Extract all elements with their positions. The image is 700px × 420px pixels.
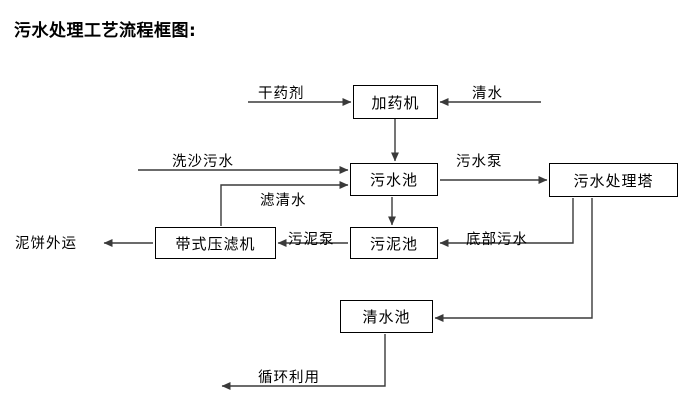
node-label-sewage-treatment-tower: 污水处理塔: [573, 171, 654, 190]
connector-filtrate-to-sewage-pool: [220, 181, 349, 226]
node-label-belt-filter-press: 带式压滤机: [175, 234, 256, 253]
node-sewage-pool[interactable]: 污水池: [350, 163, 438, 196]
node-clean-water-pool[interactable]: 清水池: [340, 300, 433, 333]
edge-label-sewage-pump: 污水泵: [456, 154, 503, 170]
edge-label-dry-reagent: 干药剂: [258, 86, 305, 102]
node-label-sewage-pool: 污水池: [369, 171, 418, 189]
edge-label-filtrate-water: 滤清水: [260, 193, 307, 209]
connector-tower-to-sludge-pool: [439, 198, 574, 247]
node-label-sludge-pool: 污泥池: [369, 234, 418, 253]
edge-label-bottom-sewage: 底部污水: [466, 232, 528, 248]
node-belt-filter-press[interactable]: 带式压滤机: [155, 227, 276, 259]
connector-clean-water-pool-to-recycle: [221, 334, 386, 390]
edge-label-mud-cake-out: 泥饼外运: [15, 236, 77, 252]
node-sludge-pool[interactable]: 污泥池: [350, 227, 438, 259]
page-title: 污水处理工艺流程框图:: [14, 21, 197, 41]
edge-label-sand-wash-sewage: 洗沙污水: [172, 154, 234, 170]
node-label-dosing-machine: 加药机: [371, 93, 420, 112]
edge-label-recycle-use: 循环利用: [258, 370, 320, 386]
node-sewage-treatment-tower[interactable]: 污水处理塔: [549, 163, 678, 197]
connector-tower-to-clean-water-pool: [434, 198, 593, 322]
edge-label-sludge-pump: 污泥泵: [288, 232, 335, 248]
node-label-clean-water-pool: 清水池: [362, 308, 411, 326]
node-dosing-machine[interactable]: 加药机: [353, 85, 438, 119]
edge-label-clean-water-in: 清水: [472, 86, 503, 102]
